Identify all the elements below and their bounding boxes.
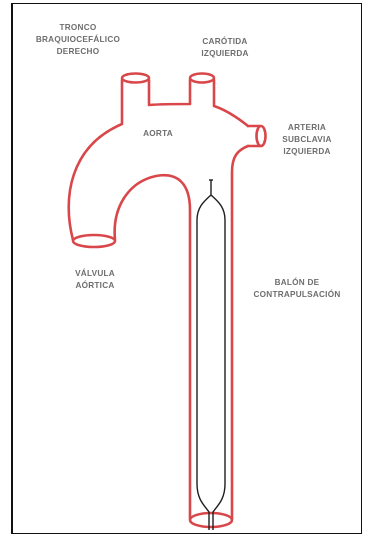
label-aorta: AORTA xyxy=(143,129,173,138)
counterpulsation-balloon xyxy=(197,180,225,530)
label-valvula-line2: AÓRTICA xyxy=(75,279,114,290)
label-arteria-line1: ARTERIA xyxy=(288,123,326,132)
label-valvula: VÁLVULA AÓRTICA xyxy=(75,268,115,290)
subclavian-opening xyxy=(257,126,266,146)
label-carotida-line2: IZQUIERDA xyxy=(201,49,248,58)
label-arteria: ARTERIA SUBCLAVIA IZQUIERDA xyxy=(282,123,331,156)
label-tronco-line2: BRAQUIOCEFÁLICO xyxy=(36,34,121,44)
aorta-inner-wall xyxy=(115,175,190,519)
label-balon: BALÓN DE CONTRAPULSACIÓN xyxy=(254,276,341,299)
brachiocephalic-opening xyxy=(122,74,149,83)
carotid-opening xyxy=(190,74,214,83)
balloon-outline xyxy=(197,180,225,530)
aortic-valve-opening xyxy=(73,235,115,247)
aorta-outer-wall xyxy=(69,80,248,519)
label-tronco-line1: TRONCO xyxy=(60,23,97,32)
label-carotida: CARÓTIDA IZQUIERDA xyxy=(201,35,248,58)
aorta-vessel xyxy=(69,74,266,528)
label-arteria-line3: IZQUIERDA xyxy=(283,147,330,156)
label-carotida-line1: CARÓTIDA xyxy=(202,35,247,46)
descending-aorta-opening xyxy=(190,513,232,527)
label-arteria-line2: SUBCLAVIA xyxy=(282,135,331,144)
label-balon-line2: CONTRAPULSACIÓN xyxy=(254,288,341,299)
label-balon-line1: BALÓN DE xyxy=(275,276,320,287)
label-valvula-line1: VÁLVULA xyxy=(75,268,115,278)
label-tronco: TRONCO BRAQUIOCEFÁLICO DERECHO xyxy=(36,23,121,56)
label-tronco-line3: DERECHO xyxy=(57,47,100,56)
